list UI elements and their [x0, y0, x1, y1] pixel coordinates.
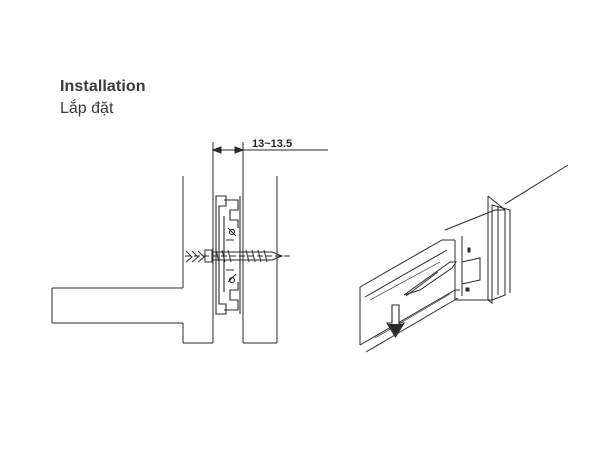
push-down-arrow-icon — [386, 304, 405, 339]
front-bracket — [487, 196, 511, 304]
heading-title: Installation — [60, 78, 146, 95]
cross-section-view — [51, 142, 328, 344]
slide-runner-profile — [215, 195, 241, 315]
dimension-extension-lines — [212, 142, 244, 176]
outer-member-top-edge — [359, 239, 455, 288]
drawer-bottom-panel — [51, 287, 183, 324]
inner-member — [444, 209, 506, 301]
dimension-arrow-right — [234, 146, 245, 154]
perspective-slide-view — [359, 164, 569, 353]
drawer-side-panel — [182, 176, 214, 344]
dimension-arrow-left — [211, 146, 222, 154]
drawer-side-line — [504, 164, 569, 205]
dimension-label: 13~13.5 — [252, 138, 292, 150]
screw — [185, 249, 292, 263]
heading-subtitle: Lắp đặt — [60, 100, 114, 117]
